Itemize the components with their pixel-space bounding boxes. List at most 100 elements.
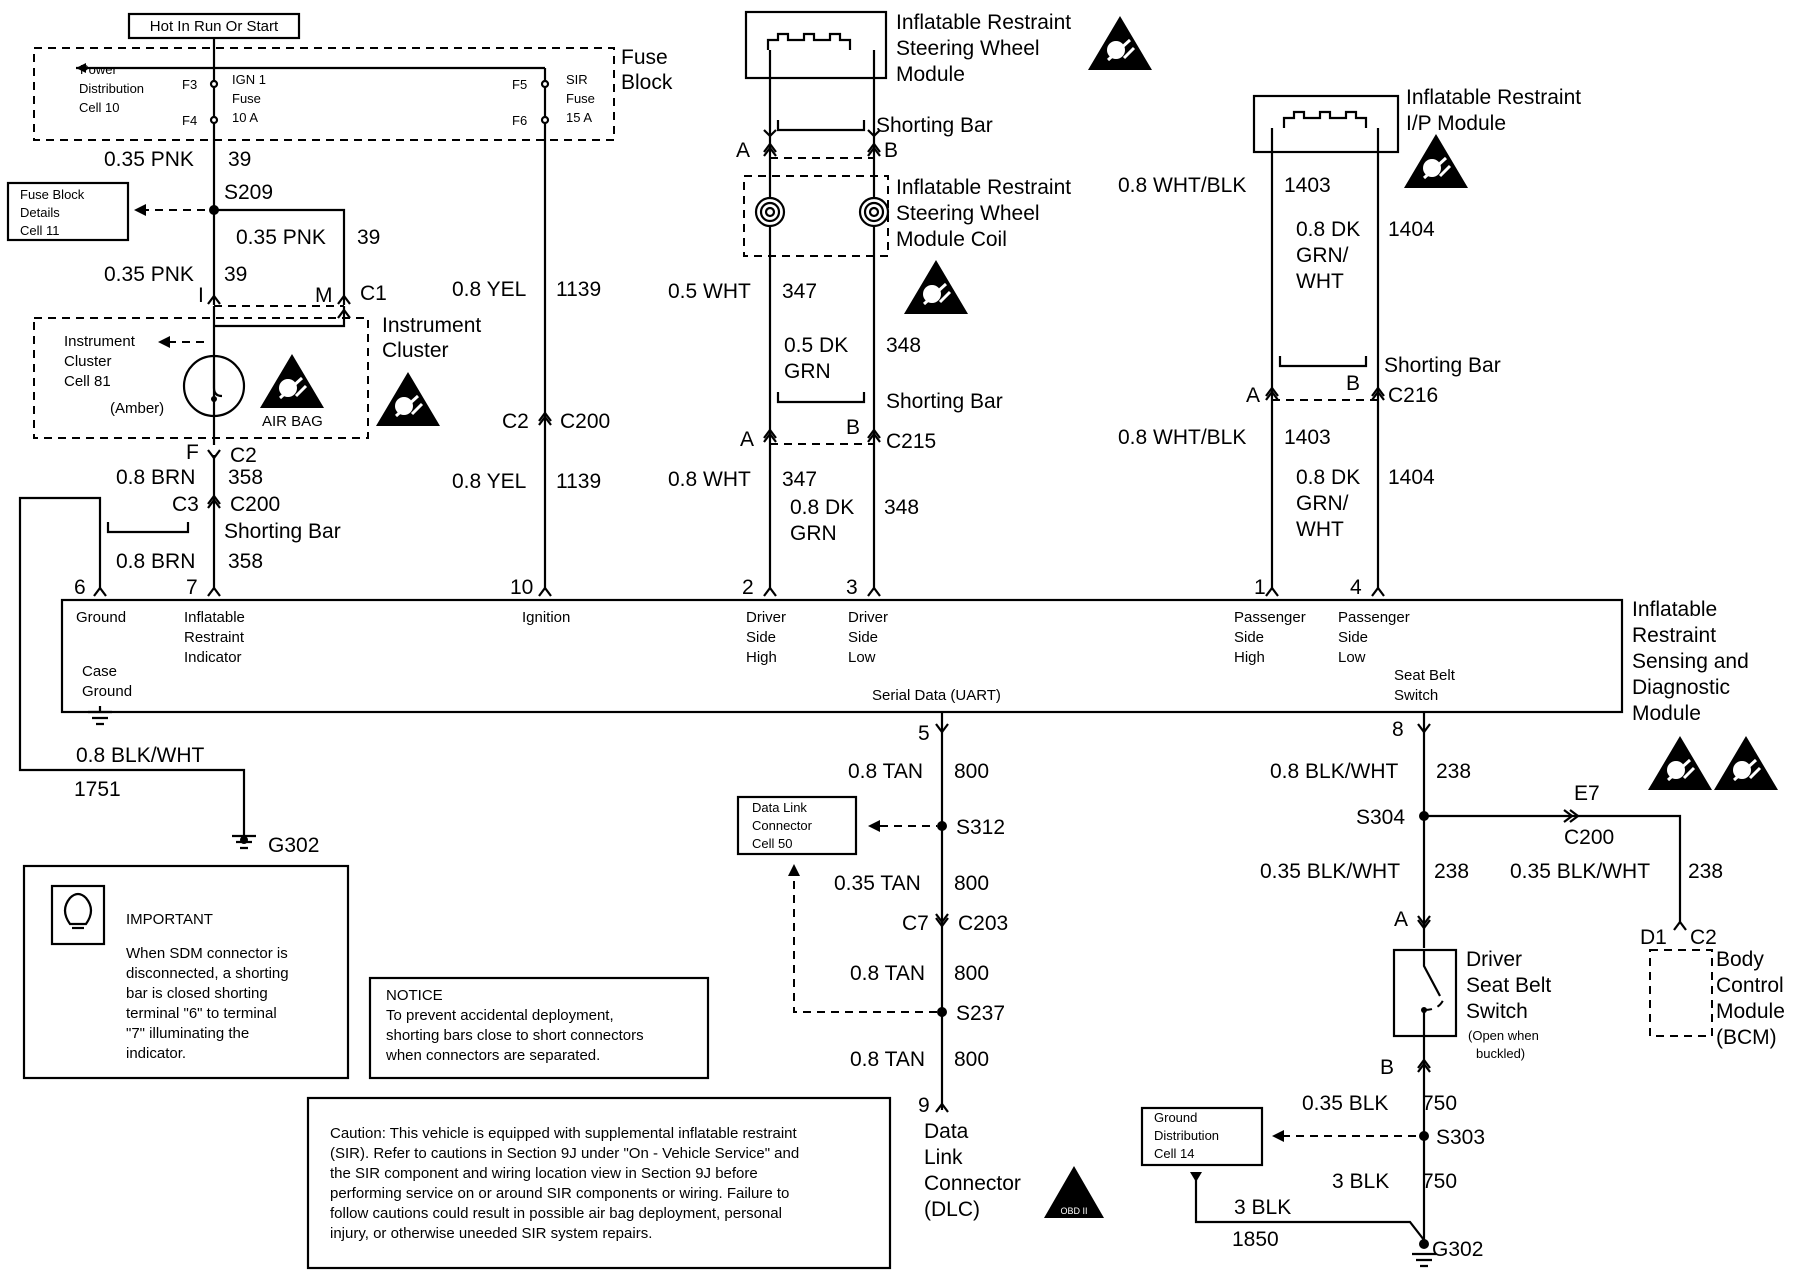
pin-function-label: Case: [82, 663, 117, 680]
obd-ii-icon: OBD II: [1044, 1166, 1104, 1218]
splice-s237: [937, 1007, 947, 1017]
wire-label: 0.8 TAN: [848, 760, 923, 783]
pin-label: 10: [510, 576, 533, 599]
notice-text-3: when connectors are separated.: [385, 1047, 600, 1064]
ref-label: Ground: [1154, 1110, 1197, 1125]
circuit-label: 358: [228, 550, 263, 573]
pin-label: 4: [1350, 576, 1362, 599]
circuit-label: 1139: [556, 470, 601, 493]
circuit-label: 358: [228, 466, 263, 489]
wire-label: 0.8 DK: [1296, 218, 1360, 241]
ign-fuse-label-2: Fuse: [232, 91, 261, 106]
circuit-label: 1404: [1388, 218, 1435, 241]
ref-label-2: Details: [20, 205, 60, 220]
splice-s312: [937, 821, 947, 831]
ign-fuse-label-3: 10 A: [232, 110, 258, 125]
f3-label: F3: [182, 77, 197, 92]
ref-label-2: Cluster: [64, 353, 112, 370]
wire-label: 0.35 BLK: [1302, 1092, 1388, 1115]
circuit-label: 1403: [1284, 426, 1331, 449]
connector-label: C2: [230, 444, 257, 467]
switch-note: (Open when: [1468, 1028, 1539, 1043]
wire-label: 0.35 TAN: [834, 872, 921, 895]
caution-text: Caution: This vehicle is equipped with s…: [330, 1125, 797, 1142]
switch-note-2: buckled): [1476, 1046, 1525, 1061]
pin-function-label-2: Side: [1234, 629, 1264, 646]
component-title: Inflatable Restraint: [896, 11, 1071, 34]
pin-label: 6: [74, 576, 86, 599]
wire-label: 0.8 DK: [1296, 466, 1360, 489]
pin-function-label: Driver: [848, 609, 888, 626]
dlc-circuit: 0.8 TAN 800 S312 Data Link Connector Cel…: [736, 712, 1104, 1221]
component-title-2: Seat Belt: [1466, 974, 1551, 997]
bulb-icon: [63, 892, 93, 926]
splice-label: S304: [1356, 806, 1405, 829]
splice-s303: [1419, 1131, 1429, 1141]
ground-label: G302: [268, 834, 319, 857]
pin-function-label-2: Switch: [1394, 687, 1438, 704]
important-text-3: bar is closed shorting: [126, 985, 268, 1002]
dlc-ref-box: [736, 795, 858, 856]
airbag-indicator-lamp: [182, 354, 246, 418]
wire-label: 0.8 BRN: [116, 550, 195, 573]
circuit-label: 238: [1436, 760, 1471, 783]
circuit-label: 750: [1422, 1092, 1457, 1115]
power-dist-label: Power: [80, 62, 118, 77]
wire-label: 0.8 BLK/WHT: [76, 744, 205, 767]
pin-label: 1: [1254, 576, 1266, 599]
pin-function-label-2: Side: [1338, 629, 1368, 646]
ref-label: Data Link: [752, 800, 807, 815]
airbag-warning-icon: [1712, 734, 1780, 792]
connector-label: C216: [1388, 384, 1438, 407]
pin-function-label: Ignition: [522, 609, 570, 626]
sir-fuse-label-2: Fuse: [566, 91, 595, 106]
component-title-2: Link: [924, 1146, 963, 1169]
circuit-label: 238: [1688, 860, 1723, 883]
fuse-details-box: [6, 181, 130, 242]
ground-label: G302: [1432, 1238, 1483, 1261]
sir-fuse-label-3: 15 A: [566, 110, 592, 125]
pin-function-label: Inflatable: [184, 609, 245, 626]
circuit-label: 39: [224, 263, 247, 286]
circuit-label: 39: [357, 226, 380, 249]
circuit-label: 1751: [74, 778, 121, 801]
pin-label: A: [1394, 908, 1408, 931]
fuse-block-title: Fuse: [621, 46, 668, 69]
connector-label: C203: [958, 912, 1008, 935]
pin-label: C7: [902, 912, 929, 935]
passenger-circuit: Inflatable Restraint I/P Module 0.8 WHT/…: [1118, 86, 1581, 597]
left-circuit: 0.35 PNK 39 S209 Fuse Block Details Cell…: [6, 126, 481, 857]
circuit-label: 348: [886, 334, 921, 357]
ground-dist-box: [1140, 1106, 1264, 1167]
component-title-3: Switch: [1466, 1000, 1528, 1023]
circuit-label: 1404: [1388, 466, 1435, 489]
wire-label: 0.8 DK: [790, 496, 854, 519]
passenger-module-box: [1252, 94, 1400, 154]
wire-label: 0.8 TAN: [850, 962, 925, 985]
connector-label: C200: [230, 493, 280, 516]
pin-label: E7: [1574, 782, 1600, 805]
component-title-2: Steering Wheel: [896, 202, 1040, 225]
pin-function-label: Passenger: [1234, 609, 1306, 626]
pin-label: B: [1346, 372, 1360, 395]
shorting-bar-label: Shorting Bar: [1384, 354, 1501, 377]
component-title-4: Diagnostic: [1632, 676, 1730, 699]
pin-function-label-2: Side: [746, 629, 776, 646]
splice-label: S237: [956, 1002, 1005, 1025]
pin-label: B: [846, 416, 860, 439]
caution-text-3: the SIR component and wiring location vi…: [330, 1165, 758, 1182]
airbag-warning-icon: [902, 258, 970, 316]
sdm-box: [60, 598, 1624, 714]
shorting-bar-label: Shorting Bar: [886, 390, 1003, 413]
wire-label: 0.5 DK: [784, 334, 848, 357]
ref-label-2: Distribution: [1154, 1128, 1219, 1143]
pin-function-label-2: Ground: [82, 683, 132, 700]
important-text-2: disconnected, a shorting: [126, 965, 289, 982]
wire-label: 0.5 WHT: [668, 280, 751, 303]
circuit-label: 800: [954, 760, 989, 783]
component-title-3: Module: [1716, 1000, 1785, 1023]
ground-symbol-icon: [1412, 1252, 1436, 1268]
pin-label: A: [736, 139, 750, 162]
wire-label: 0.8 BLK/WHT: [1270, 760, 1399, 783]
component-title-4: (BCM): [1716, 1026, 1777, 1049]
